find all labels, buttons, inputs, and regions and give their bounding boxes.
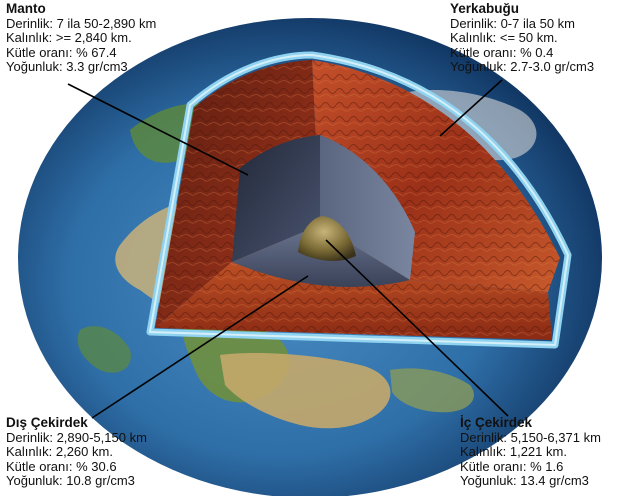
manto-line: Derinlik: 7 ila 50-2,890 km bbox=[6, 15, 157, 31]
yerkabugu-label: Yerkabuğu Derinlik: 0-7 ila 50 km Kalınl… bbox=[450, 1, 595, 75]
ic-cekirdek-label: İç Çekirdek Derinlik: 5,150-6,371 km Kal… bbox=[460, 415, 601, 489]
manto-line: Kütle oranı: % 67.4 bbox=[6, 44, 117, 60]
manto-line: Kalınlık: >= 2,840 km. bbox=[6, 30, 132, 46]
yerkabugu-line: Derinlik: 0-7 ila 50 km bbox=[450, 15, 575, 31]
yerkabugu-line: Kalınlık: <= 50 km. bbox=[450, 30, 558, 46]
ic-cekirdek-line: Kalınlık: 1,221 km. bbox=[460, 444, 567, 460]
dis-cekirdek-line: Kütle oranı: % 30.6 bbox=[6, 458, 117, 474]
dis-cekirdek-line: Yoğunluk: 10.8 gr/cm3 bbox=[6, 473, 135, 489]
dis-cekirdek-title: Dış Çekirdek bbox=[6, 415, 88, 430]
pointer-dis-cekirdek bbox=[91, 275, 309, 419]
dis-cekirdek-line: Kalınlık: 2,260 km. bbox=[6, 444, 113, 460]
manto-label: Manto Derinlik: 7 ila 50-2,890 km Kalınl… bbox=[6, 1, 157, 75]
yerkabugu-title: Yerkabuğu bbox=[450, 1, 520, 16]
pointer-ic-cekirdek bbox=[325, 239, 509, 417]
yerkabugu-line: Yoğunluk: 2.7-3.0 gr/cm3 bbox=[450, 59, 595, 75]
yerkabugu-line: Kütle oranı: % 0.4 bbox=[450, 44, 554, 60]
pointer-manto bbox=[67, 83, 249, 176]
ic-cekirdek-title: İç Çekirdek bbox=[460, 415, 533, 430]
inner-core bbox=[298, 216, 356, 261]
manto-title: Manto bbox=[6, 1, 46, 16]
pointer-lines bbox=[67, 79, 509, 419]
pointer-yerkabugu bbox=[439, 79, 503, 137]
dis-cekirdek-line: Derinlik: 2,890-5,150 km bbox=[6, 429, 147, 445]
ic-cekirdek-line: Derinlik: 5,150-6,371 km bbox=[460, 429, 601, 445]
ic-cekirdek-line: Yoğunluk: 13.4 gr/cm3 bbox=[460, 473, 589, 489]
ic-cekirdek-line: Kütle oranı: % 1.6 bbox=[460, 458, 564, 474]
dis-cekirdek-label: Dış Çekirdek Derinlik: 2,890-5,150 km Ka… bbox=[6, 415, 147, 489]
outer-core-left bbox=[232, 135, 320, 262]
manto-line: Yoğunluk: 3.3 gr/cm3 bbox=[6, 59, 128, 75]
outer-core-back bbox=[320, 135, 415, 280]
